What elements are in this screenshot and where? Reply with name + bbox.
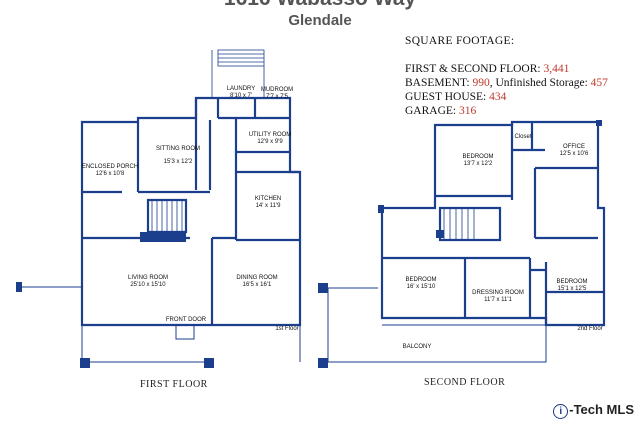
rear-steps	[211, 49, 265, 98]
kitchen-label: KITCHEN	[255, 196, 281, 202]
bedroom-top-dims: 13'7 x 12'2	[464, 161, 493, 167]
first-second-value: 3,441	[543, 63, 570, 75]
first-floor-stair-treads	[151, 200, 183, 232]
basement-value: 990	[472, 77, 490, 89]
sitting-room-label: SITTING ROOM	[156, 146, 200, 152]
dressing-room-label: DRESSING ROOM	[472, 290, 524, 296]
living-room-dims: 25'10 x 15'10	[130, 282, 166, 288]
enclosed-porch-label: ENCLOSED PORCH	[82, 164, 138, 170]
garage-line: GARAGE: 316	[405, 104, 608, 118]
office-label: OFFICE	[563, 144, 585, 150]
basement-label: BASEMENT:	[405, 77, 470, 89]
basement-line: BASEMENT: 990, Unfinished Storage: 457	[405, 76, 608, 90]
dressing-room-dims: 11'7 x 11'1	[484, 297, 512, 303]
second-floor-stair-treads	[443, 208, 475, 240]
bedroom-right-dims: 15'1 x 12'5	[558, 286, 587, 292]
living-room-label: LIVING ROOM	[128, 275, 168, 281]
porch-posts	[16, 282, 328, 368]
itech-logo-text: -Tech MLS	[569, 402, 634, 417]
balcony-edge	[328, 324, 547, 363]
enclosed-porch-dims: 12'6 x 10'8	[96, 171, 125, 177]
unfinished-label: , Unfinished Storage:	[489, 77, 588, 89]
dining-room-label: DINING ROOM	[236, 275, 277, 281]
bedroom-right-label: BEDROOM	[556, 279, 587, 285]
bedroom-left-label: BEDROOM	[405, 277, 436, 283]
first-floor-tag: 1st Floor	[275, 326, 298, 332]
first-second-label: FIRST & SECOND FLOOR:	[405, 63, 541, 75]
second-floor-caption: SECOND FLOOR	[424, 377, 506, 388]
second-floor-tag: 2nd Floor	[577, 326, 602, 332]
mudroom-dims: 7'7 x 7'5	[266, 94, 289, 100]
itech-mls-logo: i-Tech MLS	[553, 402, 634, 419]
kitchen-dims: 14' x 11'9	[256, 203, 282, 209]
garage-label: GARAGE:	[405, 105, 457, 117]
utility-room-label: UTILITY ROOM	[249, 132, 292, 138]
first-second-floor-line: FIRST & SECOND FLOOR: 3,441	[405, 62, 608, 76]
square-footage-panel: SQUARE FOOTAGE: FIRST & SECOND FLOOR: 3,…	[405, 34, 608, 118]
laundry-label: LAUNDRY	[227, 86, 256, 92]
utility-room-dims: 12'9 x 9'9	[257, 139, 283, 145]
office-dims: 12'5 x 10'6	[560, 151, 589, 157]
garage-value: 316	[459, 105, 477, 117]
itech-logo-icon: i	[553, 404, 569, 419]
unfinished-value: 457	[590, 77, 608, 89]
porch-rails	[22, 286, 378, 289]
closet-label: Closet	[514, 134, 531, 140]
fireplace	[140, 232, 186, 242]
first-floor-caption: FIRST FLOOR	[140, 379, 208, 390]
sitting-room-dims: 15'3 x 12'2	[164, 159, 193, 165]
first-floor-walls	[80, 96, 302, 327]
front-steps	[81, 324, 301, 363]
dining-room-dims: 16'5 x 16'1	[243, 282, 272, 288]
laundry-dims: 8'10 x 7'	[230, 93, 252, 99]
city-heading: Glendale	[288, 12, 352, 29]
front-door-label: FRONT DOOR	[166, 317, 207, 323]
guest-value: 434	[489, 91, 507, 103]
address-heading: 1616 Wabasso Way	[205, 0, 435, 9]
bedroom-left-dims: 16' x 15'10	[407, 284, 436, 290]
bedroom-top-label: BEDROOM	[462, 154, 493, 160]
second-floor-posts	[378, 120, 602, 238]
square-footage-title: SQUARE FOOTAGE:	[405, 35, 515, 47]
mudroom-label: MUDROOM	[261, 87, 293, 93]
guest-house-line: GUEST HOUSE: 434	[405, 90, 608, 104]
balcony-label: BALCONY	[403, 344, 432, 350]
guest-label: GUEST HOUSE:	[405, 91, 487, 103]
